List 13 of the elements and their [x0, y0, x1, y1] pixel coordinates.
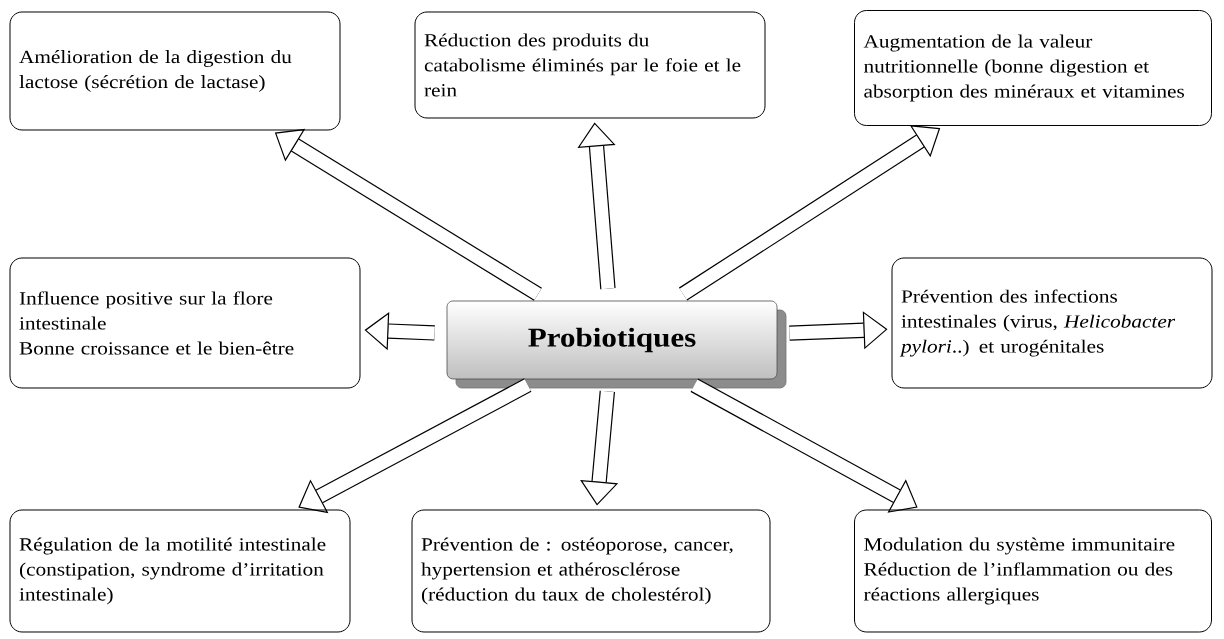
effect-box: Régulation de la motilité intestinale (constipation, syndrome d’irritation intestinale)	[9, 509, 351, 633]
effect-box: Augmentation de la valeur nutritionnelle (bonne digestion et absorption des minéraux et vitamines	[854, 10, 1212, 126]
effect-box: Prévention de : ostéoporose, cancer, hypertension et athérosclérose (réduction du taux de cholestérol)	[411, 509, 771, 633]
hollow-arrow	[298, 378, 532, 514]
effect-box: Réduction des produits du catabolisme éliminés par le foie et le rein	[414, 11, 766, 119]
hollow-arrow	[577, 122, 616, 290]
hollow-arrow	[690, 378, 918, 513]
hollow-arrow	[580, 390, 619, 506]
effect-box: Influence positive sur la flore intestinale Bonne croissance et le bien-être	[9, 257, 361, 389]
effect-box: Amélioration de la digestion du lactose (sécrétion de lactase)	[9, 11, 341, 131]
center-box: Probiotiques	[446, 300, 787, 389]
effect-box: Modulation du système immunitaire Réduction de l’inflammation ou des réactions allergiques	[854, 509, 1212, 633]
effect-box: Prévention des infections intestinales (virus, Helicobacter pylori..) et urogénitales	[891, 257, 1213, 389]
